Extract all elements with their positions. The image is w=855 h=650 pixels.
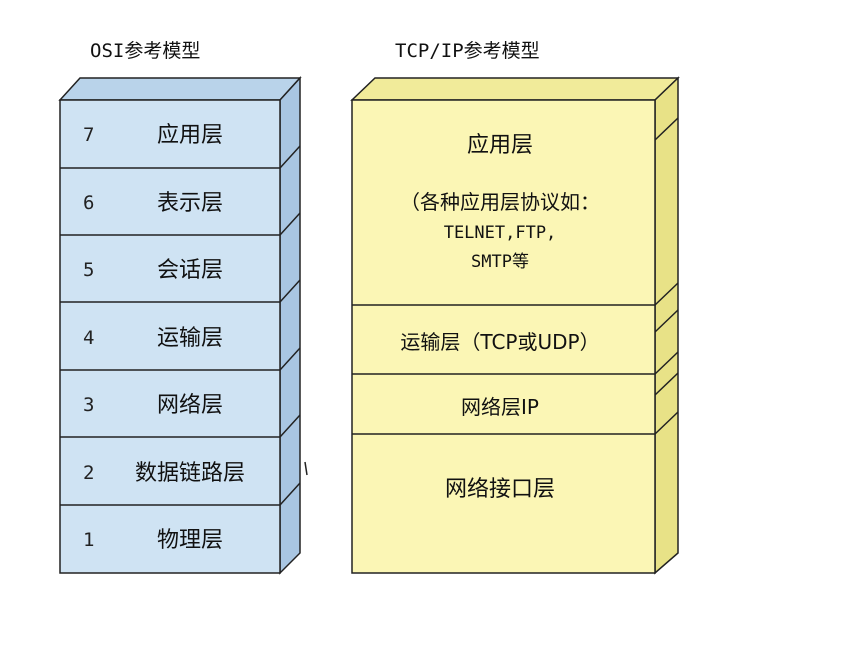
osi-layer-7-name: 应用层: [157, 123, 223, 148]
osi-layer-4-name: 运输层: [157, 326, 223, 351]
osi-layer-2-name: 数据链路层: [135, 461, 245, 486]
osi-layer-5: 5 会话层: [83, 258, 223, 283]
osi-layer-2: 2 数据链路层: [83, 461, 245, 486]
osi-stack: 7 应用层 6 表示层 5 会话层 4 运输层 3 网络层 2 数据链路层 1 …: [58, 76, 308, 575]
tcpip-stack: 应用层 （各种应用层协议如： TELNET,FTP, SMTP等 运输层（TCP…: [350, 76, 680, 575]
osi-layer-3-name: 网络层: [157, 393, 223, 418]
osi-layer-6: 6 表示层: [83, 191, 223, 216]
osi-layer-7: 7 应用层: [83, 123, 223, 148]
tcpip-application-title: 应用层: [467, 133, 533, 158]
tcpip-application-desc-line3: SMTP等: [471, 252, 529, 272]
tcpip-link-layer: 网络接口层: [445, 477, 555, 502]
tcpip-application-layer: 应用层 （各种应用层协议如： TELNET,FTP, SMTP等: [400, 133, 600, 272]
tcpip-transport-layer: 运输层（TCP或UDP）: [400, 330, 599, 354]
osi-layer-6-name: 表示层: [157, 191, 223, 216]
tcpip-top-face: [350, 77, 680, 101]
osi-layer-4-number: 4: [83, 327, 94, 349]
osi-layer-7-number: 7: [83, 124, 94, 146]
osi-side-face: [279, 76, 301, 575]
osi-top-face: [58, 77, 302, 101]
tcpip-side-face: [654, 76, 679, 575]
osi-layer-5-name: 会话层: [157, 258, 223, 283]
tcpip-front-face: [351, 99, 656, 574]
osi-front-face: [59, 99, 281, 574]
osi-layer-2-number: 2: [83, 462, 94, 484]
osi-layer-6-number: 6: [83, 192, 94, 214]
osi-layer-1-number: 1: [83, 529, 94, 551]
tcpip-application-desc-line1: （各种应用层协议如：: [400, 190, 600, 214]
tcpip-network-layer: 网络层IP: [461, 395, 539, 419]
osi-title: OSI参考模型: [90, 40, 200, 62]
osi-layer-4: 4 运输层: [83, 326, 223, 351]
osi-layer-1: 1 物理层: [83, 528, 223, 553]
tcpip-title: TCP/IP参考模型: [395, 40, 540, 62]
tcpip-application-desc-line2: TELNET,FTP,: [444, 223, 557, 243]
osi-layer-3-number: 3: [83, 394, 94, 416]
osi-layer-5-number: 5: [83, 259, 94, 281]
osi-layer-3: 3 网络层: [83, 393, 223, 418]
osi-layer-1-name: 物理层: [157, 528, 223, 553]
